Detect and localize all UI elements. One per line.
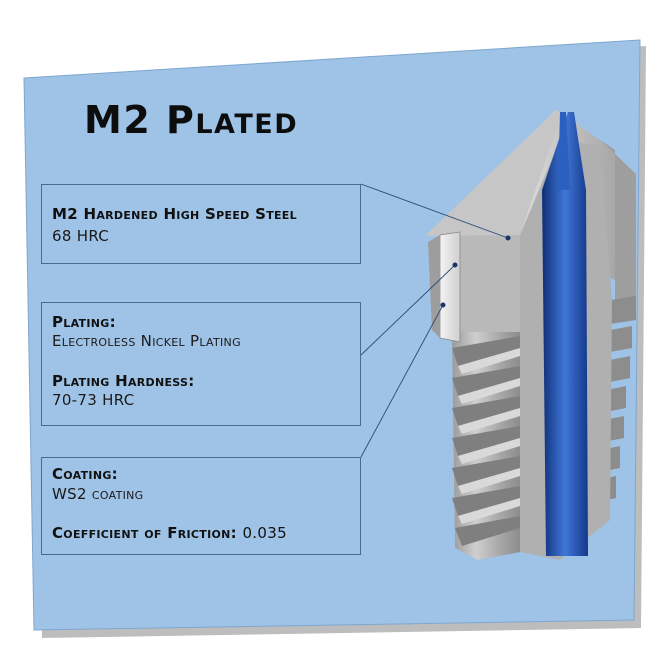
- steel-label: M2 Hardened High Speed Steel: [52, 205, 297, 223]
- leader-lines: [360, 183, 509, 458]
- plating-hardness-value: 70-73 HRC: [52, 391, 135, 409]
- steel-value: 68 HRC: [52, 227, 110, 245]
- thread-highlights: [458, 348, 520, 524]
- coating-info-box: Coating: WS2 coating Coefficient of Fric…: [41, 457, 361, 555]
- friction-row: Coefficient of Friction: 0.035: [52, 524, 287, 542]
- steel-info-box: M2 Hardened High Speed Steel 68 HRC: [41, 184, 361, 264]
- leader-dots: [440, 235, 511, 308]
- nozzle-illustration: [425, 110, 636, 560]
- thread-ridges: [452, 336, 520, 546]
- plating-hardness-label: Plating Hardness:: [52, 372, 195, 390]
- bore: [542, 112, 588, 556]
- friction-value: 0.035: [242, 524, 287, 542]
- coating-label: Coating:: [52, 465, 118, 483]
- plating-layer: [439, 231, 461, 343]
- plating-info-box: Plating: Electroless Nickel Plating Plat…: [41, 302, 361, 426]
- page-title: M2 Plated: [84, 98, 299, 142]
- plating-value: Electroless Nickel Plating: [52, 332, 241, 350]
- friction-label: Coefficient of Friction:: [52, 524, 237, 542]
- plating-label: Plating:: [52, 313, 116, 331]
- coating-value: WS2 coating: [52, 485, 144, 503]
